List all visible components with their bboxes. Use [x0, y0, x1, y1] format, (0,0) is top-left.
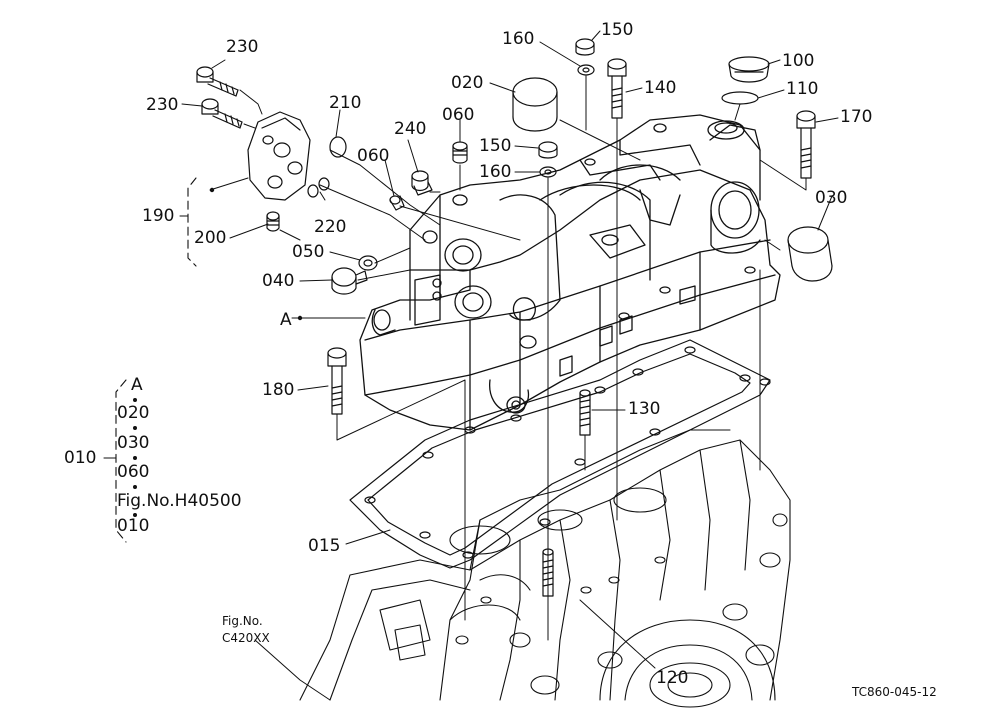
assembly-key-label: 010 — [64, 448, 97, 468]
key-item: Fig.No.H40500 — [117, 491, 242, 511]
callout-230-lower: 230 — [146, 95, 179, 115]
bush-020 — [512, 77, 558, 132]
stud-130 — [579, 389, 591, 436]
plug-060-left — [389, 195, 405, 211]
plug-200 — [266, 211, 280, 232]
key-item: 030 — [117, 433, 150, 453]
callout-230-upper: 230 — [226, 37, 259, 57]
hydraulic-housing — [359, 114, 781, 431]
key-dot — [133, 456, 137, 460]
gasket-015 — [349, 339, 771, 569]
callout-020: 020 — [451, 73, 484, 93]
callout-200: 200 — [194, 228, 227, 248]
callout-160-top: 160 — [502, 29, 535, 49]
o-ring-110 — [721, 91, 759, 105]
key-item: A — [131, 375, 143, 395]
key-item: 020 — [117, 403, 150, 423]
key-item: 010 — [117, 516, 150, 536]
callout-170: 170 — [840, 107, 873, 127]
callout-060-left: 060 — [357, 146, 390, 166]
o-ring-210 — [329, 136, 347, 158]
flange-190 — [247, 111, 311, 201]
callout-100: 100 — [782, 51, 815, 71]
washer-160-top — [577, 64, 595, 76]
washer-050 — [358, 255, 378, 271]
callout-040: 040 — [262, 271, 295, 291]
transmission-case — [299, 429, 791, 708]
key-dot — [133, 485, 137, 489]
callout-180: 180 — [262, 380, 295, 400]
callout-110: 110 — [786, 79, 819, 99]
callout-140: 140 — [644, 78, 677, 98]
bush-030 — [787, 226, 833, 282]
figure-reference-line2: C420XX — [222, 631, 270, 645]
key-dot — [133, 426, 137, 430]
callout-150-top: 150 — [601, 20, 634, 40]
bolt-180 — [327, 347, 347, 415]
alignment-lines — [239, 75, 807, 641]
bracket-190 — [179, 177, 197, 267]
callout-210: 210 — [329, 93, 362, 113]
key-dot — [133, 513, 137, 517]
leader-lines — [181, 30, 839, 701]
plug-040 — [331, 267, 368, 295]
callout-150-mid: 150 — [479, 136, 512, 156]
callout-160-mid: 160 — [479, 162, 512, 182]
bolt-170 — [796, 110, 816, 179]
marker-dots — [209, 187, 303, 321]
key-dot — [133, 398, 137, 402]
callout-060-right: 060 — [442, 105, 475, 125]
key-item: 060 — [117, 462, 150, 482]
plug-240 — [411, 170, 433, 196]
nut-150-mid — [538, 141, 558, 159]
bolt-140 — [607, 58, 627, 119]
plug-060-right — [452, 141, 468, 164]
callout-A: A — [280, 310, 292, 330]
bolt-230-lower — [201, 98, 243, 129]
callout-015: 015 — [308, 536, 341, 556]
callout-050: 050 — [292, 242, 325, 262]
figure-reference-line1: Fig.No. — [222, 614, 263, 628]
callout-190: 190 — [142, 206, 175, 226]
callout-030: 030 — [815, 188, 848, 208]
callout-240: 240 — [394, 119, 427, 139]
bolt-230-upper — [196, 66, 239, 97]
callout-130: 130 — [628, 399, 661, 419]
bracket-010 — [103, 379, 127, 543]
o-rings-220 — [307, 177, 330, 198]
callout-120: 120 — [656, 668, 689, 688]
drawing-code: TC860-045-12 — [852, 685, 937, 699]
callout-220: 220 — [314, 217, 347, 237]
cap-100 — [728, 56, 770, 83]
nut-150-top — [575, 38, 595, 56]
